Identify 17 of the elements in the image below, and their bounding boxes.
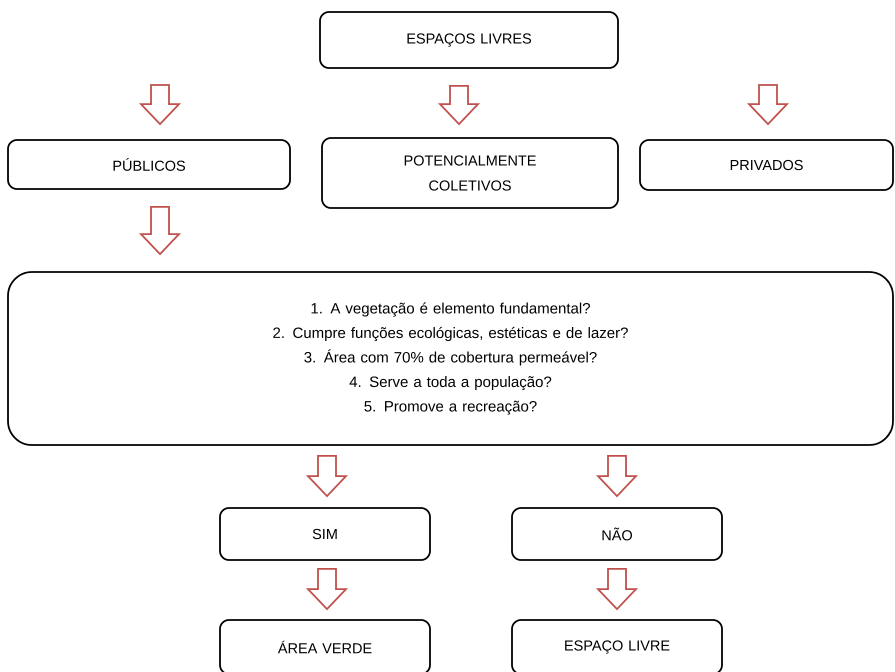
block-arrow — [306, 568, 348, 610]
category-box: SIM — [219, 507, 431, 561]
category-box: ESPAÇOS LIVRES — [319, 11, 619, 69]
block-arrow — [138, 84, 182, 126]
block-arrow — [306, 455, 348, 498]
category-box: ÁREA VERDE — [219, 619, 431, 672]
category-box: POTENCIALMENTE COLETIVOS — [321, 137, 619, 209]
block-arrow — [138, 206, 182, 256]
category-box: PRIVADOS — [639, 139, 894, 191]
category-box: NÃO — [511, 507, 723, 561]
category-box: PÚBLICOS — [7, 139, 291, 190]
question-box: 1. A vegetação é elemento fundamental? 2. Cumpre funções ecológicas, estéticas e de lazer? 3. Área com 70% de cobertura permeável? 4. Serve a toda a população? 5. Promove a recreação? — [7, 271, 894, 446]
category-box: ESPAÇO LIVRE — [511, 619, 723, 672]
block-arrow — [746, 84, 790, 126]
block-arrow — [596, 455, 638, 498]
block-arrow — [438, 85, 480, 126]
block-arrow — [596, 568, 638, 610]
